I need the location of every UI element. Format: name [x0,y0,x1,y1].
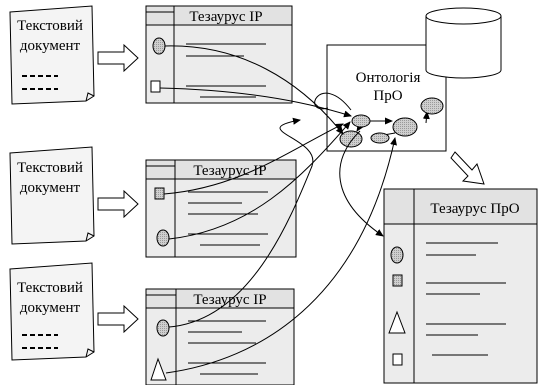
thesaurus-ir-1-title: Тезаурус ІР [189,9,262,25]
document-3-label-line2: документ [20,300,81,316]
connector-ontology-to-domain [339,130,384,237]
concept-ellipse-icon [390,246,404,264]
connector-ir3-triangle-to-ontology [165,137,397,374]
text-document-3: Текстовий документ [9,262,95,361]
concept-ellipse-icon [156,229,170,247]
ontology-label-line1: Онтологія [356,70,421,86]
concept-ellipse-icon [152,37,166,55]
thesaurus-domain: Тезаурус ПрО [383,188,538,384]
concept-triangle-icon [150,357,167,381]
text-document-2: Текстовий документ [9,146,95,245]
concept-square-icon [392,274,403,287]
ontology-node [370,132,390,144]
ontology-node [351,114,371,128]
connector-ir2-square-to-ontology [163,123,344,195]
thesaurus-domain-title: Тезаурус ПрО [430,201,519,217]
database-cylinder-icon [425,7,502,79]
text-document-1: Текстовий документ [9,5,95,105]
ontology-node [420,97,444,115]
thesaurus-ir-2-title: Тезаурус ІР [193,163,266,179]
document-1-label-line1: Текстовий [17,18,83,34]
ontology-label-line2: ПрО [373,88,402,104]
block-arrow-1 [97,43,139,73]
document-2-label-line1: Текстовий [17,160,83,176]
concept-square-icon [392,353,403,366]
concept-square-icon [150,80,161,93]
connector-ir2-ellipse-to-ontology [168,121,351,240]
connector-ir3-ellipse-to-ontology [168,117,314,328]
ontology-node [392,117,418,137]
concept-triangle-icon [388,310,406,334]
thesaurus-ir-3: Тезаурус ІР [145,288,295,385]
ontology-graph [339,97,444,148]
connector-curves [159,45,397,374]
connector-ir1-ellipse-to-ontology [164,45,344,135]
connector-ir1-square-to-ontology [159,87,352,118]
thesaurus-ir-2: Тезаурус ІР [145,159,297,258]
document-2-label-line2: документ [20,180,81,196]
concept-ellipse-icon [156,319,170,337]
document-1-label-line2: документ [20,38,81,54]
block-arrow-3 [97,304,139,334]
thesaurus-ir-1: Тезаурус ІР [145,5,293,104]
concept-square-icon [154,187,165,200]
ontology-node [339,130,363,148]
block-arrow-to-thesaurus-domain [450,151,485,185]
block-arrow-2 [97,189,139,219]
document-3-label-line1: Текстовий [17,280,83,296]
